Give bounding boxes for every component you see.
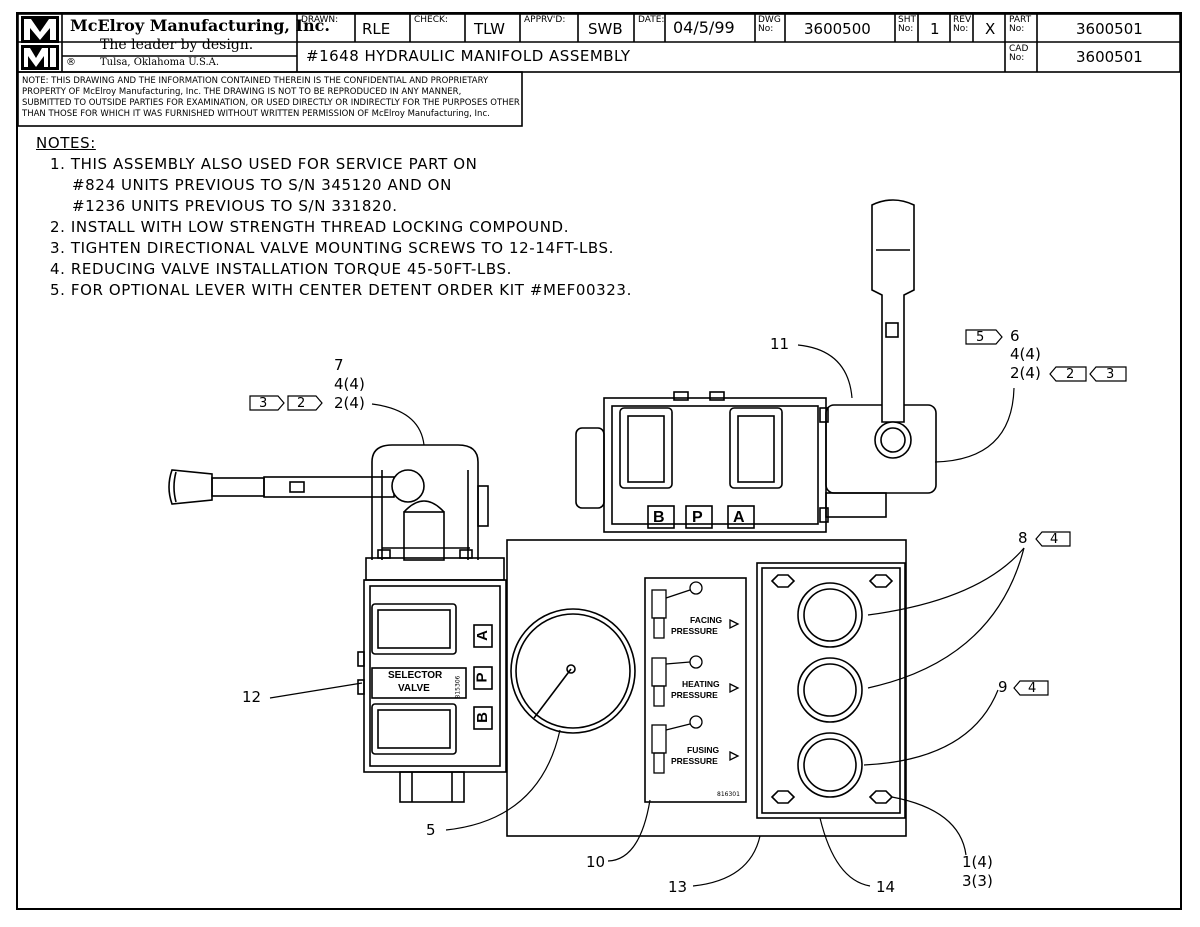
- callout-1: 1(4): [962, 853, 993, 871]
- note-line: 5. FOR OPTIONAL LEVER WITH CENTER DETENT…: [50, 281, 632, 299]
- sht-label: SHT No:: [898, 15, 916, 34]
- facing-label: FACING: [690, 615, 723, 625]
- sht-value: 1: [930, 20, 940, 38]
- callout-2-right: 2(4): [1010, 364, 1041, 382]
- apprvd-value: SWB: [588, 20, 623, 38]
- confidential-line: PROPERTY OF McElroy Manufacturing, Inc. …: [22, 87, 462, 97]
- note-line: #1236 UNITS PREVIOUS TO S/N 331820.: [72, 197, 398, 215]
- callout-2-left: 2(4): [334, 394, 365, 412]
- note-line: 4. REDUCING VALVE INSTALLATION TORQUE 45…: [50, 260, 513, 278]
- flag-2-right: 2: [1066, 367, 1075, 382]
- port-p-left: P: [473, 672, 491, 683]
- fusing-label: FUSING: [687, 745, 720, 755]
- check-value: TLW: [474, 20, 505, 38]
- flag-3-left: 3: [259, 396, 268, 411]
- drawing-title: #1648 HYDRAULIC MANIFOLD ASSEMBLY: [306, 47, 631, 65]
- company-name: McElroy Manufacturing, Inc.: [70, 16, 330, 35]
- drawn-label: DRAWN:: [301, 15, 339, 25]
- selector-code: 815306: [454, 675, 462, 699]
- manifold-block: [506, 539, 907, 837]
- rev-value: X: [985, 20, 996, 38]
- date-label: DATE:: [638, 15, 665, 25]
- cad-label: CAD No:: [1009, 44, 1029, 63]
- callout-14: 14: [876, 878, 896, 896]
- port-p-top: P: [692, 509, 703, 526]
- selector-valve-assembly: [168, 444, 507, 803]
- callout-9: 9: [998, 678, 1008, 696]
- port-a-top: A: [733, 509, 745, 526]
- date-value: 04/5/99: [673, 18, 735, 37]
- callout-6: 6: [1010, 327, 1020, 345]
- flag-3-right: 3: [1106, 367, 1115, 382]
- flag-4-8: 4: [1050, 532, 1059, 547]
- confidential-line: THAN THOSE FOR WHICH IT WAS FURNISHED WI…: [22, 109, 490, 119]
- confidential-line: NOTE: THIS DRAWING AND THE INFORMATION C…: [22, 76, 489, 86]
- flag-5: 5: [976, 330, 985, 345]
- callout-8: 8: [1018, 529, 1028, 547]
- note-line: #824 UNITS PREVIOUS TO S/N 345120 AND ON: [72, 176, 452, 194]
- heating-label: HEATING: [682, 679, 720, 689]
- registered-mark: ®: [66, 57, 76, 68]
- callout-12: 12: [242, 688, 262, 706]
- note-line: 1. THIS ASSEMBLY ALSO USED FOR SERVICE P…: [50, 155, 478, 173]
- mmi-logo: [21, 16, 59, 70]
- apprvd-label: APPRV'D:: [524, 15, 566, 25]
- confidential-line: SUBMITTED TO OUTSIDE PARTIES FOR EXAMINA…: [22, 98, 520, 108]
- facing-pressure-label: PRESSURE: [671, 626, 718, 636]
- decal-code: 816301: [717, 791, 740, 798]
- callout-10: 10: [586, 853, 606, 871]
- company-tagline: The leader by design.: [100, 37, 254, 53]
- fusing-pressure-label: PRESSURE: [671, 756, 718, 766]
- drawn-value: RLE: [362, 20, 391, 38]
- heating-pressure-label: PRESSURE: [671, 690, 718, 700]
- rev-label: REV No:: [953, 15, 972, 34]
- cad-value: 3600501: [1076, 48, 1143, 66]
- port-b-top: B: [653, 509, 665, 526]
- callout-5: 5: [426, 821, 436, 839]
- note-line: 3. TIGHTEN DIRECTIONAL VALVE MOUNTING SC…: [50, 239, 615, 257]
- callout-3: 3(3): [962, 872, 993, 890]
- decal-valve-icons: [651, 581, 740, 774]
- note-flags: [249, 329, 1127, 696]
- part-label: PART No:: [1009, 15, 1032, 34]
- callout-11: 11: [770, 335, 790, 353]
- drawing-frame: [16, 12, 1182, 910]
- flag-4-9: 4: [1028, 681, 1037, 696]
- company-location: Tulsa, Oklahoma U.S.A.: [100, 57, 220, 68]
- port-b-left: B: [473, 712, 491, 723]
- dwg-value: 3600500: [804, 20, 871, 38]
- callout-4-left: 4(4): [334, 375, 365, 393]
- part-value: 3600501: [1076, 20, 1143, 38]
- note-line: 2. INSTALL WITH LOW STRENGTH THREAD LOCK…: [50, 218, 570, 236]
- callout-4-right: 4(4): [1010, 345, 1041, 363]
- directional-valve-assembly: [575, 199, 937, 533]
- selector-label: SELECTOR: [388, 670, 443, 681]
- flag-2-left: 2: [297, 396, 306, 411]
- port-a-left: A: [473, 630, 491, 641]
- callout-7: 7: [334, 356, 344, 374]
- notes-heading: NOTES:: [36, 134, 96, 152]
- callout-13: 13: [668, 878, 688, 896]
- check-label: CHECK:: [414, 15, 448, 25]
- dwg-label: DWG No:: [758, 15, 781, 34]
- valve-label: VALVE: [398, 683, 430, 694]
- confidential-note: NOTE: THIS DRAWING AND THE INFORMATION C…: [22, 76, 520, 120]
